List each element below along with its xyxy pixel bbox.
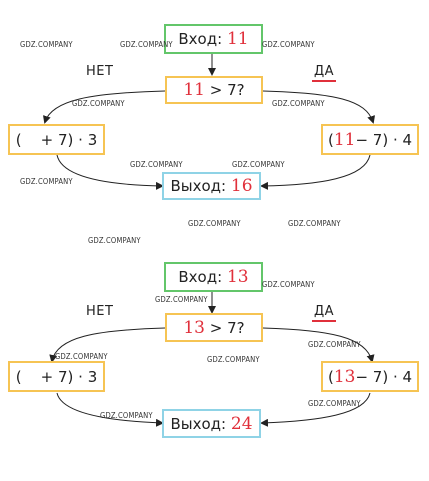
watermark: GDZ.COMPANY [130,160,183,169]
watermark: GDZ.COMPANY [20,177,73,186]
yes-label-2: ДА [311,304,337,322]
right-expression-1: − 7) · 4 [355,130,413,149]
watermark: GDZ.COMPANY [262,280,315,289]
left-open-1: ( [15,130,22,149]
input-box-2: Вход: 13 [164,262,263,292]
left-process-box-2: ( + 7) · 3 [8,361,105,392]
condition-value-2: 13 [183,317,205,338]
input-value-2: 13 [226,267,249,287]
arrow-no-1 [43,90,166,124]
output-label-2: Выход: [170,414,227,433]
condition-box-2: 13 > 7? [165,313,263,342]
right-process-box-1: ( 11 − 7) · 4 [321,124,419,155]
output-box-1: Выход: 16 [162,172,261,200]
arrow-left-to-output-1 [56,154,164,190]
right-value-1: 11 [333,129,356,150]
right-value-2: 13 [333,366,356,387]
right-open-2: ( [327,367,334,386]
watermark: GDZ.COMPANY [232,160,285,169]
no-label-2: НЕТ [86,304,114,319]
input-label-2: Вход: [178,268,223,286]
right-open-1: ( [327,130,334,149]
condition-box-1: 11 > 7? [165,76,263,104]
watermark: GDZ.COMPANY [100,411,153,420]
arrow-right-to-output-2 [260,392,371,427]
input-box-1: Вход: 11 [164,24,263,54]
output-value-1: 16 [230,176,253,196]
left-process-box-1: ( + 7) · 3 [8,124,105,155]
watermark: GDZ.COMPANY [308,399,361,408]
arrow-yes-1 [262,90,375,124]
yes-label-1: ДА [311,64,337,82]
watermark: GDZ.COMPANY [262,40,315,49]
output-box-2: Выход: 24 [162,409,261,438]
watermark: GDZ.COMPANY [288,219,341,228]
watermark: GDZ.COMPANY [20,40,73,49]
input-value-1: 11 [226,29,249,49]
condition-text-2: > 7? [209,318,245,337]
watermark: GDZ.COMPANY [188,219,241,228]
right-expression-2: − 7) · 4 [355,367,413,386]
arrow-left-to-output-2 [56,392,164,427]
no-label-1: НЕТ [86,64,114,79]
output-value-2: 24 [230,413,253,434]
left-expression-1: + 7) · 3 [40,130,98,149]
watermark: GDZ.COMPANY [155,295,208,304]
right-process-box-2: ( 13 − 7) · 4 [321,361,419,392]
watermark: GDZ.COMPANY [308,340,361,349]
arrow-yes-2 [262,327,375,363]
left-open-2: ( [15,367,22,386]
arrow-no-2 [49,327,166,363]
output-label-1: Выход: [170,177,227,195]
watermark: GDZ.COMPANY [207,355,260,364]
condition-text-1: > 7? [209,81,245,99]
arrow-right-to-output-1 [260,154,371,190]
watermark: GDZ.COMPANY [120,40,173,49]
watermark: GDZ.COMPANY [72,99,125,108]
watermark: GDZ.COMPANY [55,352,108,361]
input-label-1: Вход: [178,30,223,48]
left-expression-2: + 7) · 3 [40,367,98,386]
watermark: GDZ.COMPANY [272,99,325,108]
condition-value-1: 11 [183,80,205,100]
watermark: GDZ.COMPANY [88,236,141,245]
